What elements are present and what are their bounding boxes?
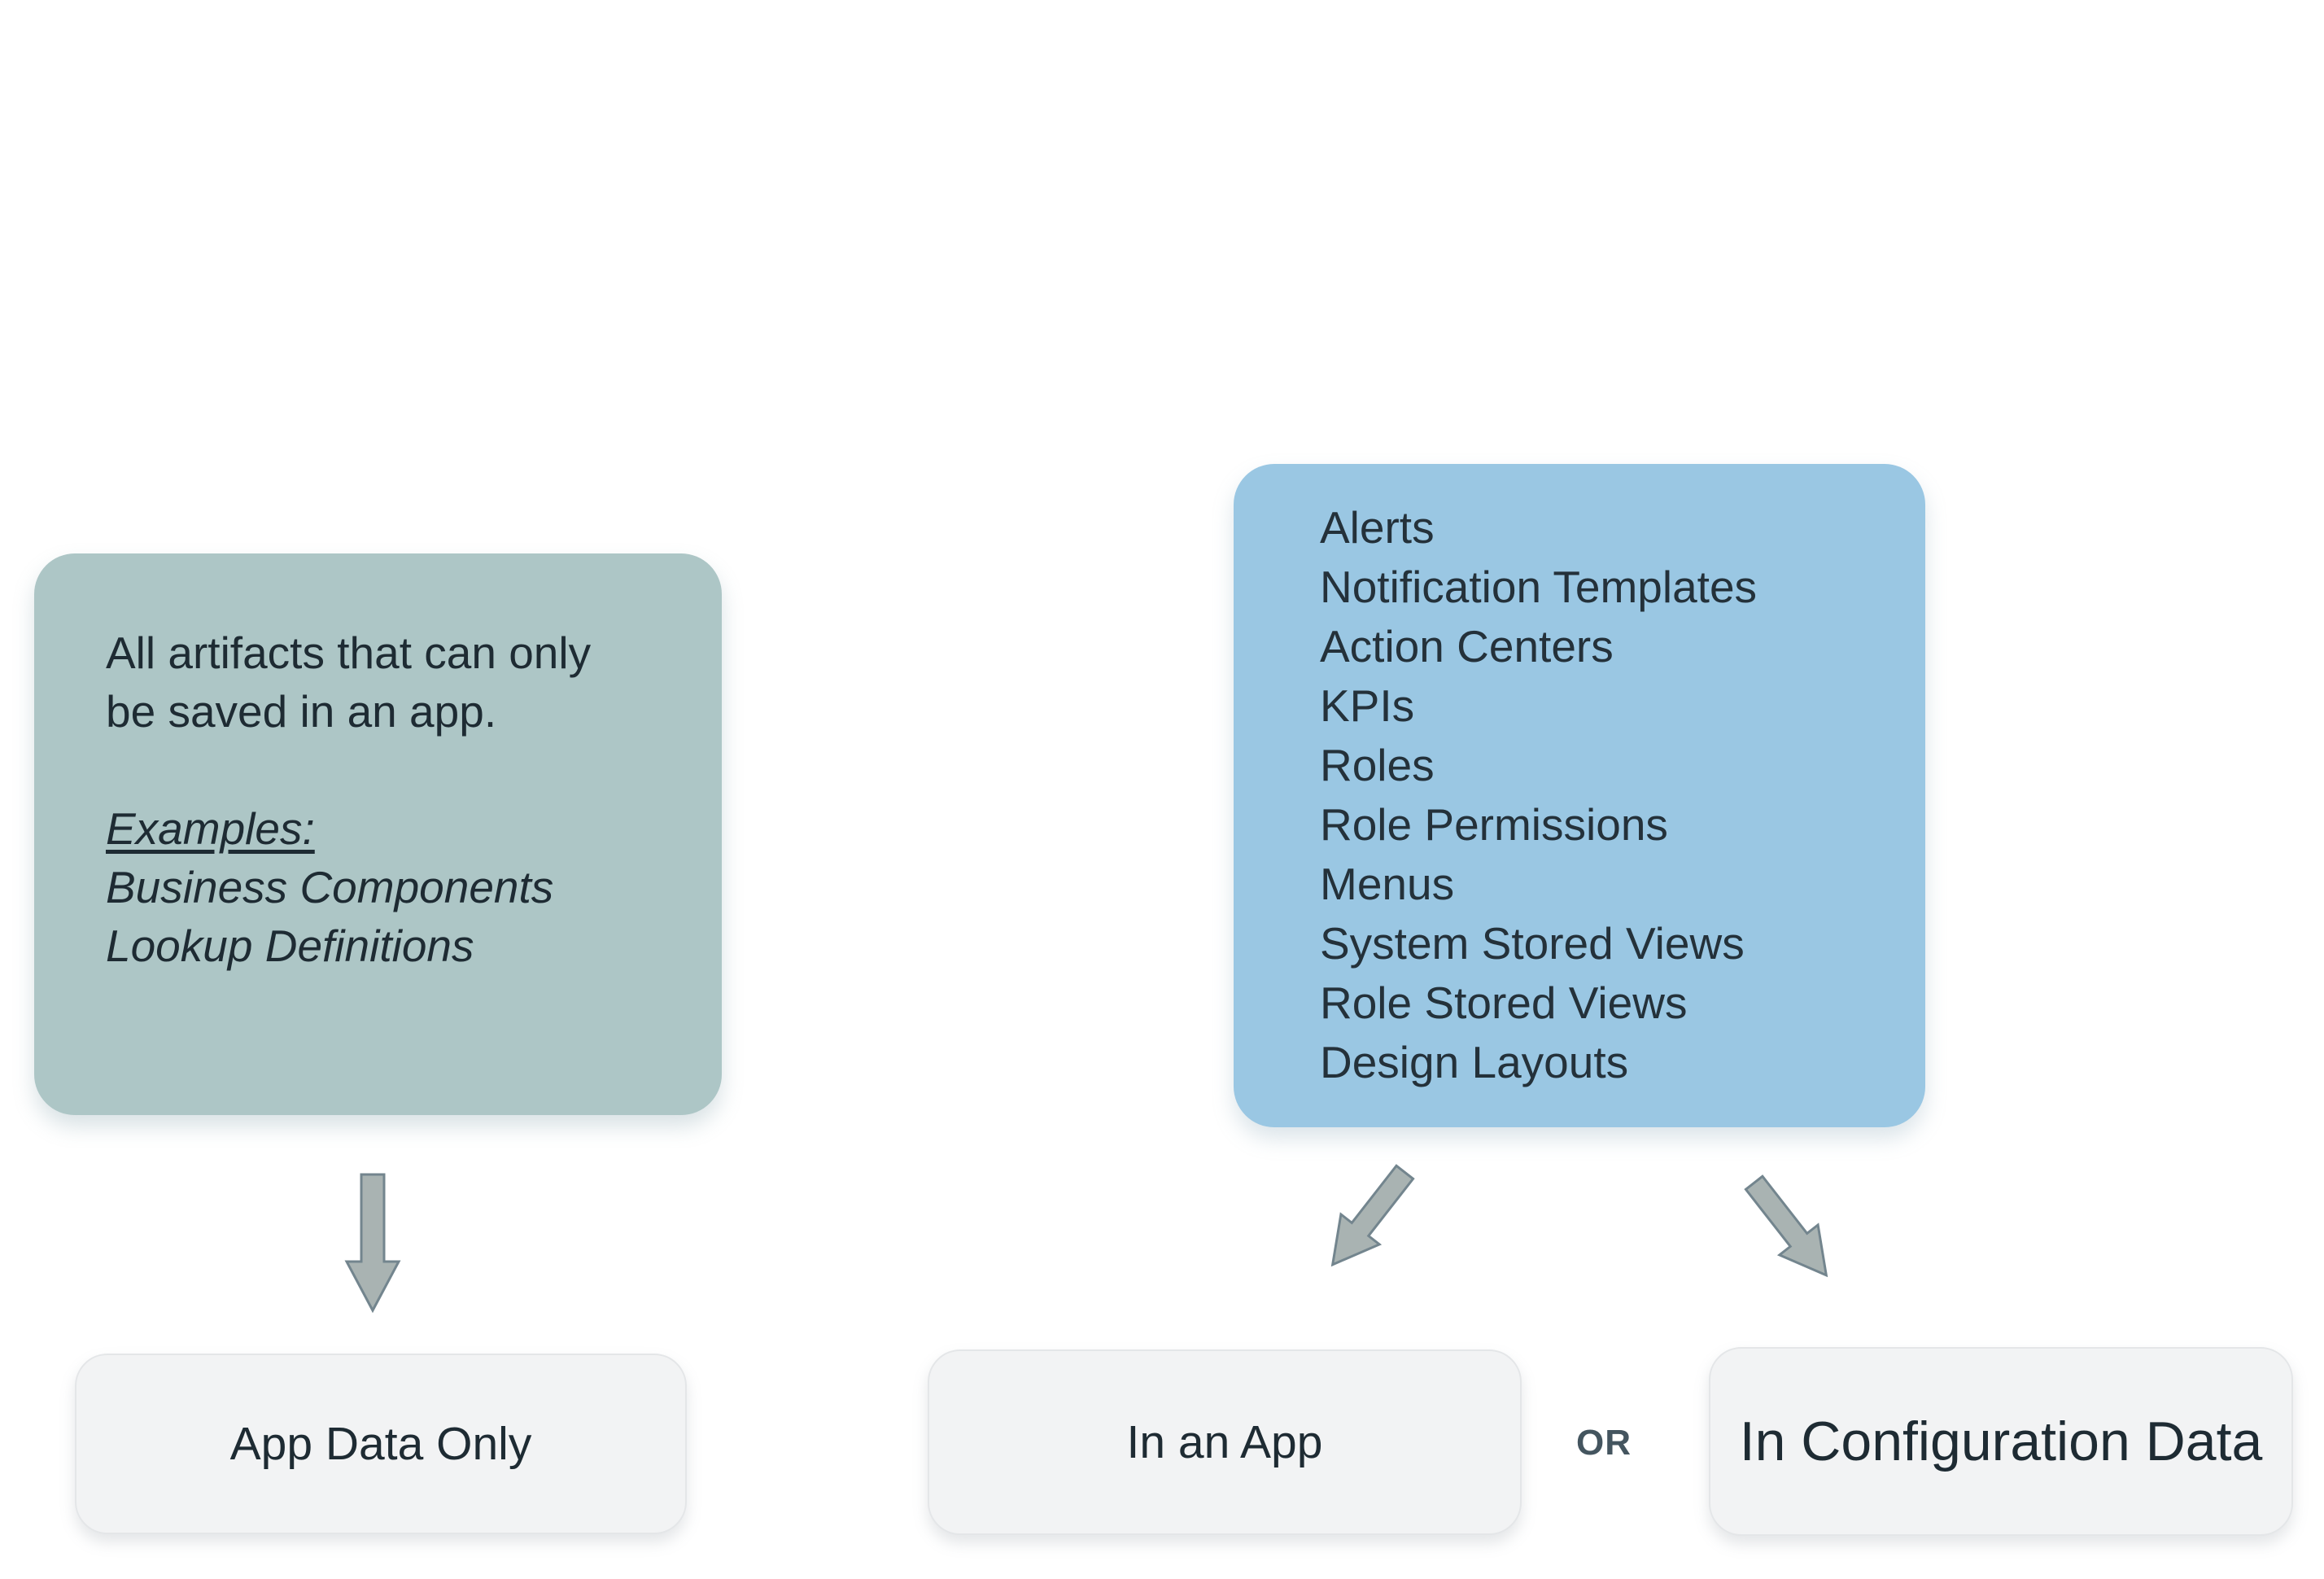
app-data-description-box: All artifacts that can only be saved in … [34,553,722,1115]
list-item: Alerts [1320,502,1435,553]
list-item: Notification Templates [1320,562,1758,612]
or-connector-label: OR [1576,1423,1632,1463]
down-arrow-shape [344,1173,401,1314]
down-right-arrow-icon [1744,1174,1828,1278]
app-data-only-label: App Data Only [229,1418,532,1470]
example-item: Lookup Definitions [106,921,474,971]
description-line-1: All artifacts that can only [106,628,592,678]
list-item: System Stored Views [1320,918,1745,969]
list-item: Design Layouts [1320,1037,1629,1087]
examples-heading: Examples: [106,803,315,854]
description-line-2: be saved in an app. [106,686,497,737]
down-arrow-icon [344,1173,401,1314]
app-data-only-node: App Data Only [75,1354,687,1534]
in-an-app-node: In an App [928,1349,1522,1535]
down-left-arrow-icon [1330,1164,1415,1267]
example-item: Business Components [106,862,554,912]
in-an-app-label: In an App [1126,1416,1323,1468]
list-item: Role Stored Views [1320,978,1688,1028]
configuration-artifacts-box: Alerts Notification Templates Action Cen… [1234,464,1925,1127]
down-left-arrow-shape [1330,1164,1415,1267]
list-item: Menus [1320,859,1455,909]
in-configuration-data-label: In Configuration Data [1739,1411,2263,1472]
list-item: KPIs [1320,680,1415,731]
app-data-description-text: All artifacts that can only be saved in … [106,623,675,975]
list-item: Action Centers [1320,621,1614,671]
configuration-artifacts-list: Alerts Notification Templates Action Cen… [1320,498,1906,1092]
in-configuration-data-node: In Configuration Data [1709,1347,2293,1536]
down-right-arrow-shape [1744,1174,1828,1278]
blank-line [106,741,675,799]
list-item: Role Permissions [1320,799,1668,850]
list-item: Roles [1320,740,1435,790]
